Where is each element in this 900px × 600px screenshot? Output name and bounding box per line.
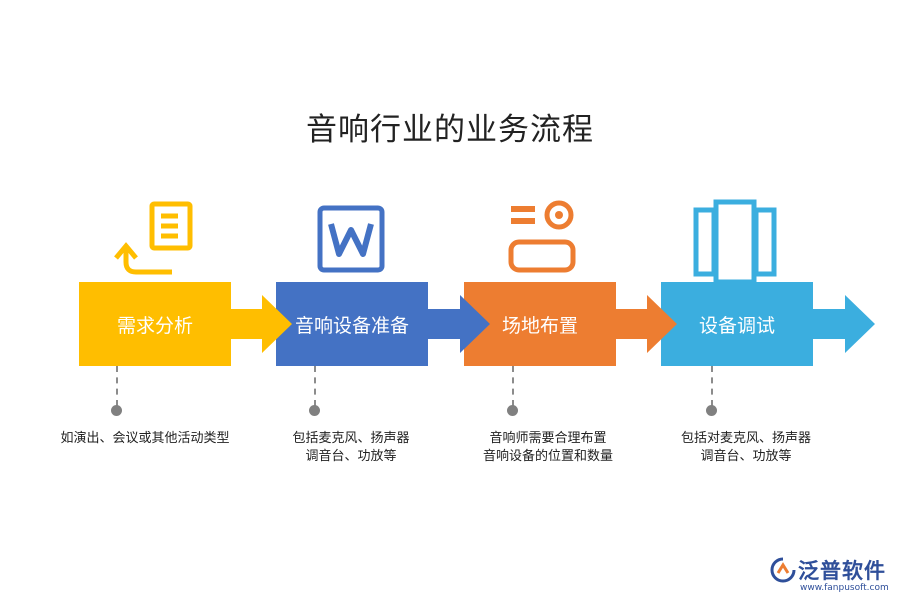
description-line: 包括对麦克风、扬声器: [680, 431, 811, 446]
logo-url: www.fanpusoft.com: [800, 583, 889, 593]
step-description: 包括对麦克风、扬声器 调音台、功放等: [646, 430, 846, 466]
flow-arrow: [811, 295, 875, 353]
step-description: 如演出、会议或其他活动类型: [45, 430, 245, 448]
connector-dot: [111, 405, 122, 416]
logo-name: 泛普软件: [798, 559, 886, 583]
description-line: 调音台、功放等: [305, 449, 397, 464]
camera-device-icon: [497, 198, 587, 288]
connector-dot: [507, 405, 518, 416]
description-line: 音响设备的位置和数量: [482, 449, 613, 464]
step-equipment-debugging: 设备调试: [661, 282, 813, 366]
connector-line: [116, 366, 118, 406]
description-line: 音响师需要合理布置: [489, 431, 607, 446]
connector-line: [512, 366, 514, 406]
connector-line: [711, 366, 713, 406]
diagram-title: 音响行业的业务流程: [306, 112, 594, 148]
step-demand-analysis: 需求分析: [79, 282, 231, 366]
step-label: 需求分析: [116, 314, 193, 337]
step-equipment-preparation: 音响设备准备: [276, 282, 428, 366]
brand-logo: 泛普软件 www.fanpusoft.com: [768, 555, 893, 595]
panels-icon: [690, 198, 780, 288]
description-line: 调音台、功放等: [700, 449, 792, 464]
step-description: 音响师需要合理布置 音响设备的位置和数量: [448, 430, 648, 466]
connector-line: [314, 366, 316, 406]
connector-dot: [309, 405, 320, 416]
document-return-icon: [112, 198, 202, 288]
description-line: 包括麦克风、扬声器: [292, 431, 410, 446]
step-description: 包括麦克风、扬声器 调音台、功放等: [251, 430, 451, 466]
flow-arrow: [613, 295, 677, 353]
logo-mark-icon: [770, 557, 796, 583]
step-label: 设备调试: [698, 314, 775, 337]
connector-dot: [706, 405, 717, 416]
step-label: 音响设备准备: [294, 314, 409, 337]
step-label: 场地布置: [501, 314, 578, 337]
flow-arrow: [228, 295, 292, 353]
flow-arrow: [426, 295, 490, 353]
description-line: 如演出、会议或其他活动类型: [60, 431, 230, 446]
word-document-icon: [306, 196, 396, 286]
